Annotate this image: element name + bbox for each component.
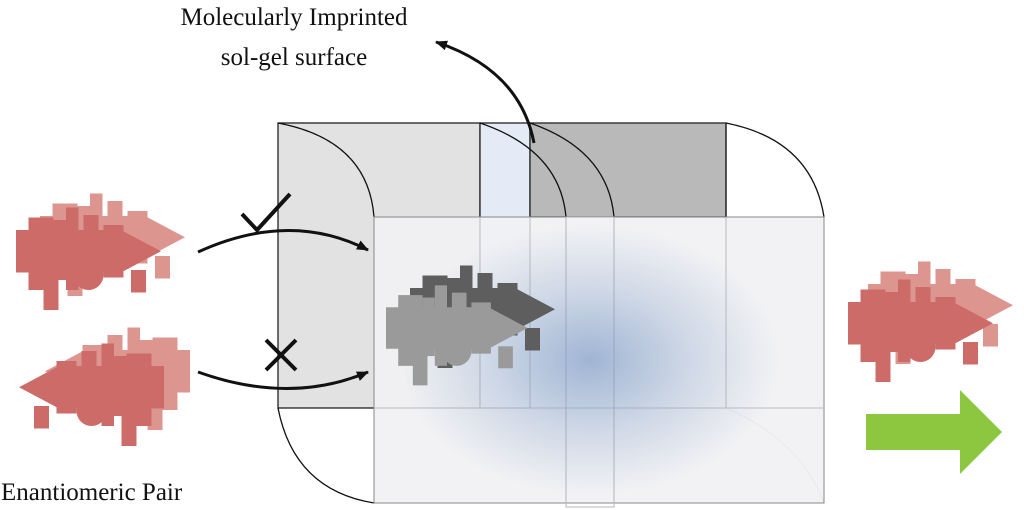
- cross-mark-icon: [264, 338, 298, 372]
- box-dark-block: [529, 122, 727, 218]
- output-arrow-icon: [866, 390, 1002, 474]
- pair-label: Enantiomeric Pair: [1, 479, 183, 506]
- check-mark-icon: [240, 192, 292, 233]
- surface-label-line2: sol-gel surface: [221, 44, 367, 71]
- output-molecule: [848, 261, 1013, 382]
- accepted-entry-arrow: [197, 229, 369, 254]
- enantiomer-bottom: [19, 327, 190, 446]
- surface-pointer-arrow: [435, 40, 536, 144]
- enantiomer-top: [16, 193, 185, 310]
- rejected-entry-arrow: [197, 370, 369, 390]
- sol-gel-box: [277, 122, 825, 508]
- surface-label-line1: Molecularly Imprinted: [180, 4, 408, 31]
